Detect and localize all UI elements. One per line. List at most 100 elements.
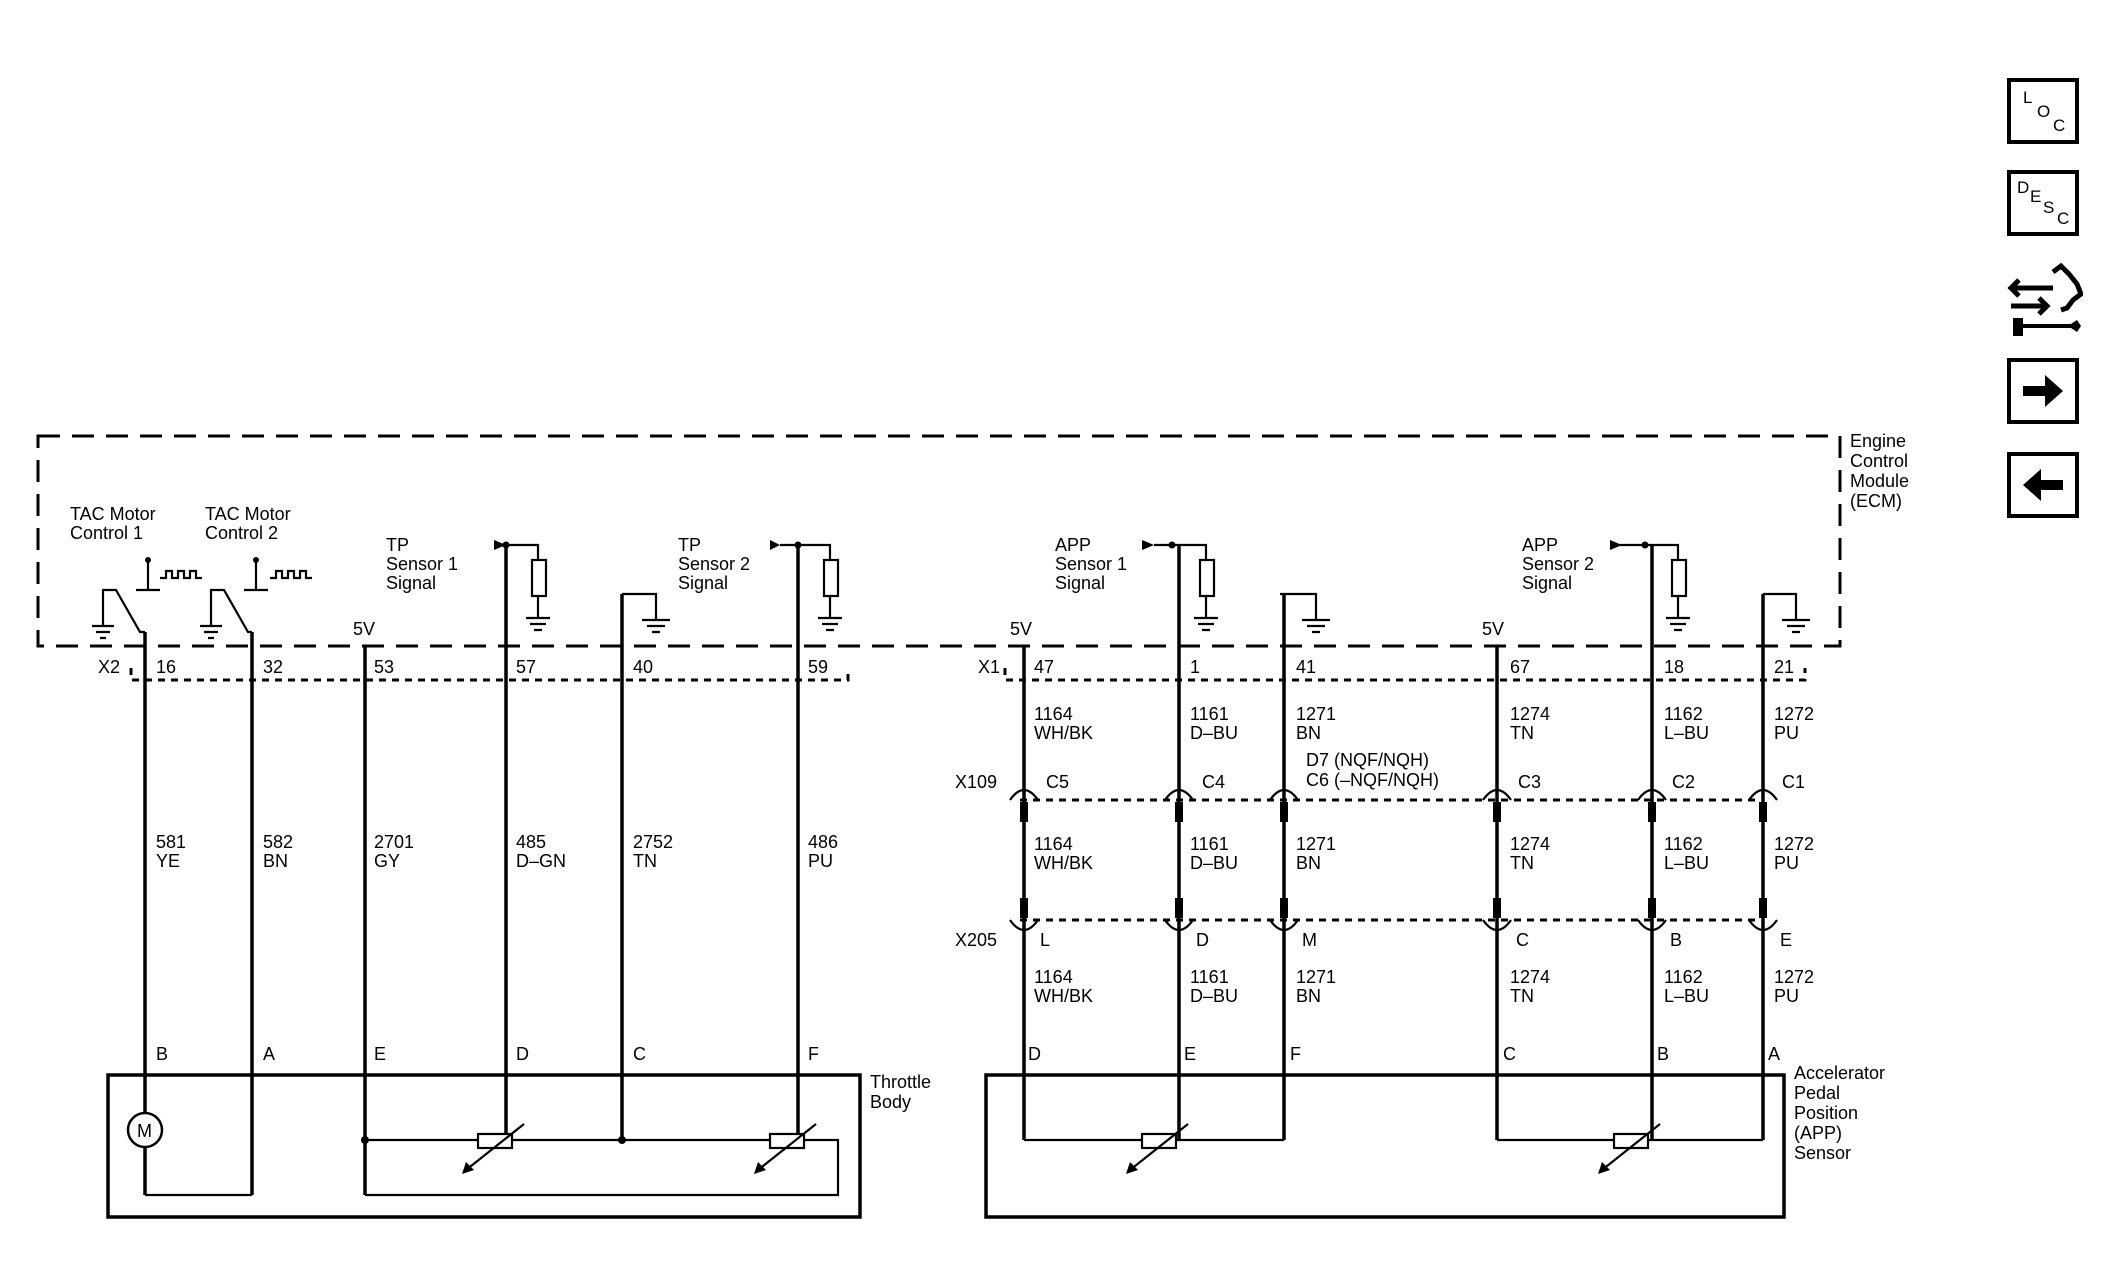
app1-label-2: Sensor 1 bbox=[1055, 554, 1127, 574]
circuit-1162-c: 1162 bbox=[1664, 967, 1703, 987]
pin-16: 16 bbox=[156, 657, 176, 677]
color-1161-a: D–BU bbox=[1190, 723, 1238, 743]
x205-label: X205 bbox=[955, 930, 997, 950]
color-486: PU bbox=[808, 851, 833, 871]
pin-53: 53 bbox=[374, 657, 394, 677]
app2-label-2: Sensor 2 bbox=[1522, 554, 1594, 574]
x109-note-2: C6 (–NQF/NQH) bbox=[1306, 770, 1439, 790]
color-1161-b: D–BU bbox=[1190, 853, 1238, 873]
app-pin-b: B bbox=[1657, 1044, 1669, 1064]
tp1-label-3: Signal bbox=[386, 573, 436, 593]
circuit-1271-b: 1271 bbox=[1296, 834, 1336, 854]
prev-button[interactable] bbox=[2007, 452, 2079, 518]
circuit-1272-a: 1272 bbox=[1774, 704, 1814, 724]
pin-47: 47 bbox=[1034, 657, 1054, 677]
pin-18: 18 bbox=[1664, 657, 1684, 677]
circuit-1161-b: 1161 bbox=[1190, 834, 1229, 854]
color-1272-c: PU bbox=[1774, 986, 1799, 1006]
color-1271-a: BN bbox=[1296, 723, 1321, 743]
circuit-1274-c: 1274 bbox=[1510, 967, 1550, 987]
circuit-581: 581 bbox=[156, 832, 186, 852]
color-1274-b: TN bbox=[1510, 853, 1534, 873]
five-v-label-app1: 5V bbox=[1010, 619, 1032, 639]
left-wires bbox=[143, 545, 800, 1195]
color-1162-c: L–BU bbox=[1664, 986, 1709, 1006]
loc-button[interactable]: L O C bbox=[2007, 78, 2079, 144]
pin-40: 40 bbox=[633, 657, 653, 677]
tp2-label-3: Signal bbox=[678, 573, 728, 593]
arrow-left-icon bbox=[2023, 469, 2063, 501]
right-wires bbox=[1022, 545, 1765, 1140]
circuit-1164-b: 1164 bbox=[1034, 834, 1073, 854]
app-sensor-box bbox=[984, 1073, 1786, 1219]
desc-button[interactable]: D E S C bbox=[2007, 170, 2079, 236]
tp2-label-1: TP bbox=[678, 535, 701, 555]
inline-connector-symbols bbox=[1009, 788, 1778, 932]
circuit-2752: 2752 bbox=[633, 832, 673, 852]
circuit-1274-a: 1274 bbox=[1510, 704, 1550, 724]
tb-pin-a: A bbox=[263, 1044, 275, 1064]
app-sensor-circuits bbox=[1024, 1123, 1763, 1174]
circuit-1162-b: 1162 bbox=[1664, 834, 1703, 854]
x109-pin-c2: C2 bbox=[1672, 772, 1695, 792]
x205-pin-c: C bbox=[1516, 930, 1529, 950]
tp-sensor-circuit bbox=[361, 1123, 840, 1197]
throttle-body-label-2: Body bbox=[870, 1092, 911, 1112]
motor-symbol-label: M bbox=[137, 1121, 152, 1141]
x109-pin-c4: C4 bbox=[1202, 772, 1225, 792]
app-sensor-label-2: Pedal bbox=[1794, 1083, 1840, 1103]
x2-label: X2 bbox=[98, 657, 120, 677]
circuit-486: 486 bbox=[808, 832, 838, 852]
circuit-1162-a: 1162 bbox=[1664, 704, 1703, 724]
tp2-label-2: Sensor 2 bbox=[678, 554, 750, 574]
pin-57: 57 bbox=[516, 657, 536, 677]
color-2701: GY bbox=[374, 851, 400, 871]
ecm-label-2: Control bbox=[1850, 451, 1908, 471]
x109-pin-c1: C1 bbox=[1782, 772, 1805, 792]
throttle-body-label-1: Throttle bbox=[870, 1072, 931, 1092]
color-1164-a: WH/BK bbox=[1034, 723, 1093, 743]
connector-tool-icon[interactable] bbox=[2007, 258, 2085, 342]
color-1161-c: D–BU bbox=[1190, 986, 1238, 1006]
circuit-582: 582 bbox=[263, 832, 293, 852]
circuit-1164-c: 1164 bbox=[1034, 967, 1073, 987]
desc-letter-d: D bbox=[2017, 178, 2030, 197]
x205-pin-e: E bbox=[1780, 930, 1792, 950]
color-1274-c: TN bbox=[1510, 986, 1534, 1006]
x1-label: X1 bbox=[978, 657, 1000, 677]
ecm-label-4: (ECM) bbox=[1850, 491, 1902, 511]
tac-motor: M bbox=[126, 1111, 252, 1197]
color-1164-b: WH/BK bbox=[1034, 853, 1093, 873]
color-1271-c: BN bbox=[1296, 986, 1321, 1006]
x205-pin-d: D bbox=[1196, 930, 1209, 950]
desc-letter-s: S bbox=[2043, 198, 2055, 217]
color-1162-b: L–BU bbox=[1664, 853, 1709, 873]
throttle-body-box bbox=[106, 1073, 862, 1219]
x109-pin-c5: C5 bbox=[1046, 772, 1069, 792]
tb-pin-c: C bbox=[633, 1044, 646, 1064]
color-2752: TN bbox=[633, 851, 657, 871]
app-sensor-label-5: Sensor bbox=[1794, 1143, 1851, 1163]
app1-pullup bbox=[1142, 540, 1218, 632]
tac-motor2-driver bbox=[200, 557, 312, 640]
tac-motor1-label-2: Control 1 bbox=[70, 523, 143, 543]
color-1274-a: TN bbox=[1510, 723, 1534, 743]
x109-note-1: D7 (NQF/NQH) bbox=[1306, 750, 1429, 770]
tb-pin-f: F bbox=[808, 1044, 819, 1064]
five-v-label-app2: 5V bbox=[1482, 619, 1504, 639]
x205-pin-l: L bbox=[1040, 930, 1050, 950]
app1-label-1: APP bbox=[1055, 535, 1091, 555]
ecm-boundary bbox=[36, 434, 1842, 648]
circuit-1164-a: 1164 bbox=[1034, 704, 1073, 724]
color-485: D–GN bbox=[516, 851, 566, 871]
app-pin-e: E bbox=[1184, 1044, 1196, 1064]
next-button[interactable] bbox=[2007, 358, 2079, 424]
tac-motor1-driver bbox=[92, 557, 202, 640]
app2-ground bbox=[1763, 592, 1810, 634]
ecm-label-1: Engine bbox=[1850, 431, 1906, 451]
tb-pin-e: E bbox=[374, 1044, 386, 1064]
x1-connector-body bbox=[1003, 668, 1807, 682]
circuit-1274-b: 1274 bbox=[1510, 834, 1550, 854]
pin-67: 67 bbox=[1510, 657, 1530, 677]
app1-ground bbox=[1280, 592, 1330, 634]
